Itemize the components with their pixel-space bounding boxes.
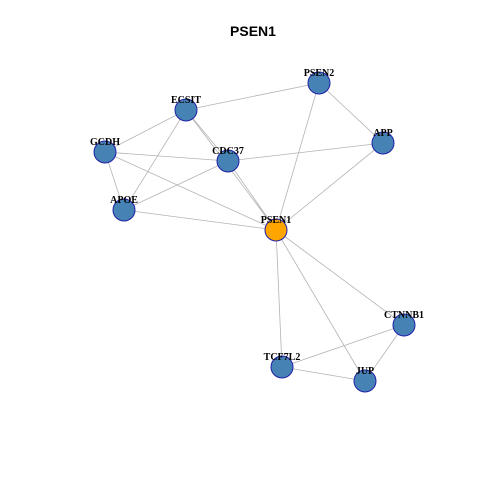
node-label-ecsit: ECSIT [171, 95, 201, 106]
edge-app-psen1 [275, 142, 384, 231]
node-psen1 [264, 218, 288, 242]
edge-psen1-ctnnb1 [275, 229, 405, 326]
edge-ecsit-psen2 [185, 82, 320, 111]
edge-cdc37-psen1 [227, 160, 277, 231]
edge-apoe-psen1 [123, 209, 277, 231]
node-apoe [112, 198, 136, 222]
edge-psen2-psen1 [275, 82, 320, 231]
node-label-cdc37: CDC37 [212, 146, 244, 157]
node-ecsit [174, 98, 198, 122]
edge-psen1-tcf7l2 [275, 229, 283, 368]
node-tcf7l2 [270, 355, 294, 379]
node-psen2 [307, 71, 331, 95]
edge-ecsit-gcdh [104, 109, 187, 153]
edge-gcdh-cdc37 [104, 151, 229, 162]
node-label-ctnnb1: CTNNB1 [384, 310, 424, 321]
edge-ecsit-apoe [123, 109, 187, 211]
node-cdc37 [216, 149, 240, 173]
node-app [371, 131, 395, 155]
node-label-app: APP [373, 128, 392, 139]
node-label-psen2: PSEN2 [304, 68, 335, 79]
edge-psen2-app [318, 82, 384, 144]
edge-cdc37-app [227, 142, 384, 162]
graph-title: PSEN1 [230, 23, 276, 39]
node-jup [353, 369, 377, 393]
edge-gcdh-psen1 [104, 151, 277, 231]
node-ctnnb1 [392, 313, 416, 337]
node-label-gcdh: GCDH [90, 137, 120, 148]
edge-layer [104, 82, 405, 382]
edge-tcf7l2-jup [281, 366, 366, 382]
node-label-tcf7l2: TCF7L2 [264, 352, 301, 363]
edge-cdc37-apoe [123, 160, 229, 211]
node-layer [93, 71, 416, 393]
edge-ctnnb1-tcf7l2 [281, 324, 405, 368]
node-gcdh [93, 140, 117, 164]
node-label-psen1: PSEN1 [261, 215, 292, 226]
node-label-apoe: APOE [110, 195, 138, 206]
node-label-jup: JUP [356, 366, 374, 377]
edge-psen1-jup [275, 229, 366, 382]
